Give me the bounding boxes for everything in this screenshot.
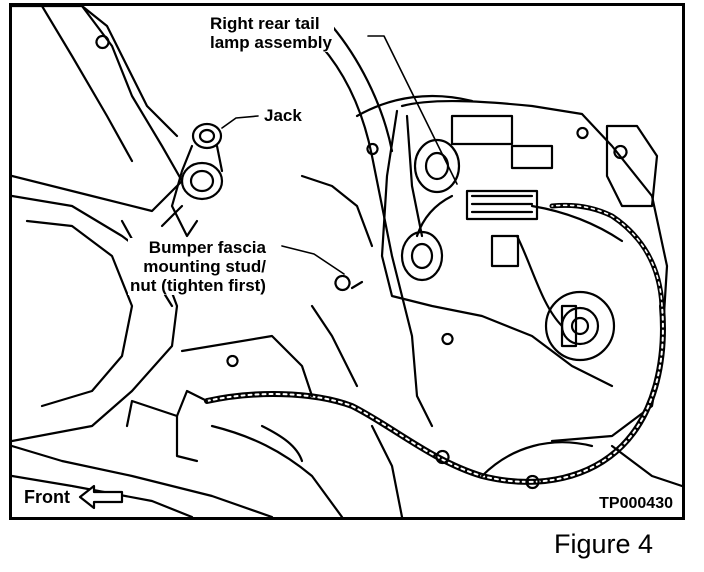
reference-code: TP000430: [596, 495, 676, 513]
callout-tail-lamp-assembly: Right rear tail lamp assembly: [208, 14, 334, 52]
jack-drawing: [160, 122, 224, 238]
vehicle-rear-illustration: [12, 6, 682, 517]
diagram-frame: Right rear tail lamp assembly Jack Bumpe…: [9, 3, 685, 520]
lower-bumper-drawing: [180, 304, 682, 517]
body-opening-drawing: [300, 24, 474, 428]
front-orientation-label: Front: [22, 487, 72, 508]
figure-caption: Figure 4: [554, 529, 654, 559]
callout-mounting-stud: Bumper fascia mounting stud/ nut (tighte…: [128, 238, 268, 295]
arrow-left-icon: [78, 484, 124, 510]
callout-jack: Jack: [262, 106, 304, 125]
tail-lamp-assembly-drawing: [380, 99, 669, 443]
callout-stud-line-1: Bumper fascia: [148, 238, 266, 257]
callout-tail-lamp-line-1: Right rear tail: [210, 14, 320, 33]
callout-tail-lamp-line-2: lamp assembly: [210, 33, 332, 52]
leader-lines: [221, 35, 458, 275]
callout-stud-line-2: mounting stud/: [143, 257, 266, 276]
callout-stud-line-3: nut (tighten first): [130, 276, 266, 295]
